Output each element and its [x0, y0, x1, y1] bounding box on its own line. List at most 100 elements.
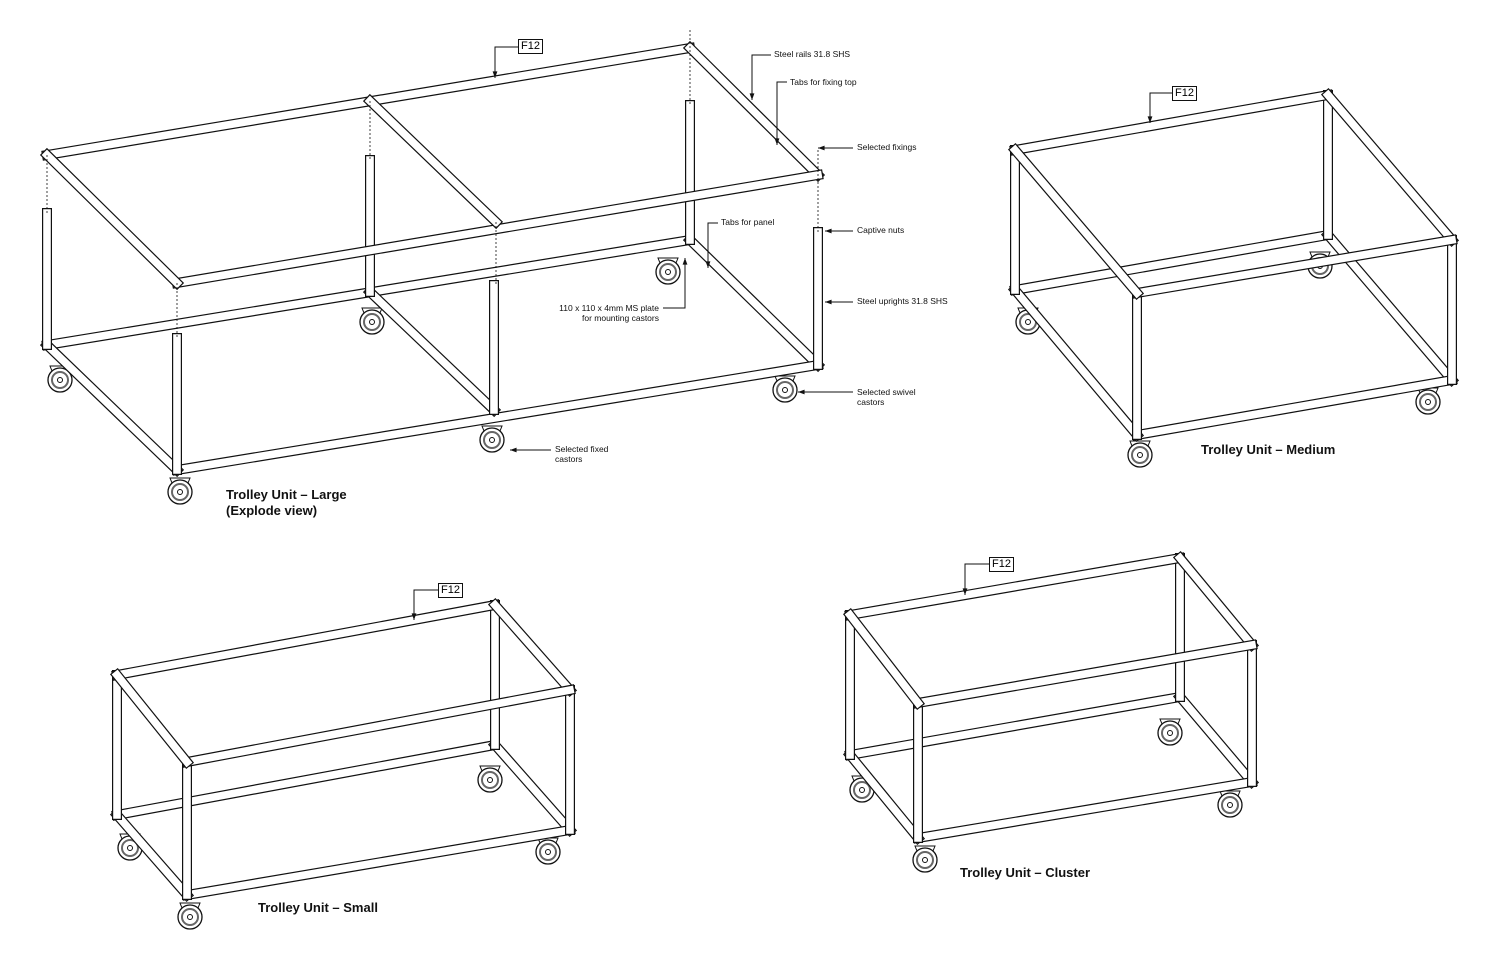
large-lower-frame-rail-inner — [684, 234, 824, 371]
small-top-frame-rail-inner — [111, 669, 193, 768]
large-caster-tyre — [659, 263, 677, 281]
small-caster-hub — [187, 914, 193, 920]
title-small: Trolley Unit – Small — [258, 900, 378, 915]
leader-steel-rails — [751, 54, 771, 100]
leader-steel-rails-head — [749, 93, 755, 100]
title-large-line2: (Explode view) — [226, 503, 318, 518]
medium-top-frame-rail-inner — [1009, 144, 1143, 299]
cluster-top-frame-rail-inner — [844, 609, 924, 709]
large-caster-hub — [369, 319, 375, 325]
label-plate: 110 x 110 x 4mm MS plate for mounting ca… — [555, 303, 659, 323]
leader-swivel-castors-head — [798, 389, 805, 395]
small-top-frame-rail-inner — [489, 599, 576, 696]
cluster-top-frame-rail-inner — [1174, 552, 1258, 651]
large-caster-tyre — [171, 483, 189, 501]
medium-caster-hub — [1025, 319, 1031, 325]
small-top-frame-rail-inner — [182, 685, 575, 767]
cluster-caster-hub — [859, 787, 865, 793]
medium-top-frame-rail-inner — [1322, 89, 1458, 246]
cluster-lower-frame-rail-inner — [845, 692, 1185, 760]
label-swivel-line2: castors — [857, 397, 885, 407]
small-caster-tyre — [121, 839, 139, 857]
cluster-caster-tyre — [916, 851, 934, 869]
reference-tag-large: F12 — [518, 39, 543, 54]
small-caster-tyre — [181, 908, 199, 926]
leader-tabs-panel-head — [705, 261, 711, 268]
small-caster-hub — [487, 777, 493, 783]
label-fixed-castors: Selected fixed castors — [555, 444, 608, 464]
small-lower-frame-rail-inner — [111, 809, 193, 901]
large-top-frame-rail-inner — [684, 42, 824, 181]
large-top-frame-rail-inner — [41, 149, 183, 289]
label-plate-line1: 110 x 110 x 4mm MS plate — [559, 303, 659, 313]
cluster-caster-tyre — [1161, 724, 1179, 742]
cluster-lower-frame-rail-inner — [913, 777, 1257, 843]
label-tabs-fixing-top: Tabs for fixing top — [790, 77, 857, 87]
leader-ref-cluster — [964, 563, 989, 595]
label-fixed-line2: castors — [555, 454, 583, 464]
cluster-caster-tyre — [853, 781, 871, 799]
label-tabs-panel: Tabs for panel — [721, 217, 775, 227]
cluster-caster-hub — [922, 857, 928, 863]
small-top-frame-rail-inner — [112, 600, 500, 680]
cluster-top-frame-rail-inner — [913, 640, 1257, 708]
large-top-middle-rail-inner — [364, 95, 502, 228]
medium-caster-hub — [1425, 399, 1431, 405]
medium-lower-frame-rail-inner — [1132, 375, 1457, 440]
small-lower-frame-rail-inner — [182, 825, 575, 900]
large-caster-tyre — [776, 381, 794, 399]
leader-ref-medium — [1149, 92, 1172, 123]
large-caster-hub — [177, 489, 183, 495]
large-caster-hub — [57, 377, 63, 383]
medium-lower-frame-rail-inner — [1009, 284, 1143, 441]
medium-top-frame-rail-inner — [1132, 235, 1457, 298]
title-large: Trolley Unit – Large (Explode view) — [226, 487, 347, 519]
small-caster-tyre — [481, 771, 499, 789]
large-top-frame-rail-inner — [172, 170, 823, 288]
cluster-lower-frame-rail-inner — [1174, 691, 1258, 788]
label-swivel-line1: Selected swivel — [857, 387, 916, 397]
leader-tabs-fixing-top-head — [774, 138, 780, 145]
large-lower-frame-rail-inner — [41, 339, 183, 476]
label-selected-fixings: Selected fixings — [857, 142, 917, 152]
reference-tag-medium: F12 — [1172, 86, 1197, 101]
small-caster-hub — [545, 849, 551, 855]
leader-ref-small — [413, 589, 438, 620]
large-caster-tyre — [363, 313, 381, 331]
cluster-lower-frame-rail-inner — [844, 749, 924, 844]
title-medium: Trolley Unit – Medium — [1201, 442, 1336, 457]
label-plate-line2: for mounting castors — [581, 313, 659, 323]
cluster-caster-hub — [1227, 802, 1233, 808]
reference-tag-cluster: F12 — [989, 557, 1014, 572]
leader-captive-nuts-head — [825, 228, 832, 234]
large-caster-hub — [489, 437, 495, 443]
leader-ref-small-head — [411, 613, 417, 620]
large-lower-frame-rail-inner — [172, 360, 823, 475]
leader-plate-head — [682, 258, 688, 265]
label-swivel-castors: Selected swivel castors — [857, 387, 916, 407]
medium-top-frame-rail-inner — [1010, 90, 1333, 155]
title-large-line1: Trolley Unit – Large — [226, 487, 347, 502]
cluster-caster-hub — [1167, 730, 1173, 736]
medium-lower-frame-rail-inner — [1010, 230, 1333, 295]
large-caster-hub — [665, 269, 671, 275]
medium-caster-tyre — [1131, 446, 1149, 464]
small-caster-tyre — [539, 843, 557, 861]
small-lower-frame-rail-inner — [489, 739, 576, 836]
leader-fixed-castors-head — [510, 447, 517, 453]
leader-ref-large-head — [492, 71, 498, 78]
label-steel-rails: Steel rails 31.8 SHS — [774, 49, 851, 59]
medium-caster-tyre — [1419, 393, 1437, 411]
label-steel-uprights: Steel uprights 31.8 SHS — [857, 296, 948, 306]
leader-ref-cluster-head — [962, 588, 968, 595]
label-captive-nuts: Captive nuts — [857, 225, 905, 235]
large-lower-middle-rail-inner — [364, 286, 500, 416]
leader-steel-uprights-head — [825, 299, 832, 305]
leader-tabs-fixing-top — [776, 81, 787, 145]
leader-selected-fixings-head — [818, 145, 825, 151]
leader-ref-large — [494, 46, 518, 78]
small-lower-frame-rail-inner — [112, 740, 500, 820]
title-cluster: Trolley Unit – Cluster — [960, 865, 1091, 880]
label-fixed-line1: Selected fixed — [555, 444, 609, 454]
